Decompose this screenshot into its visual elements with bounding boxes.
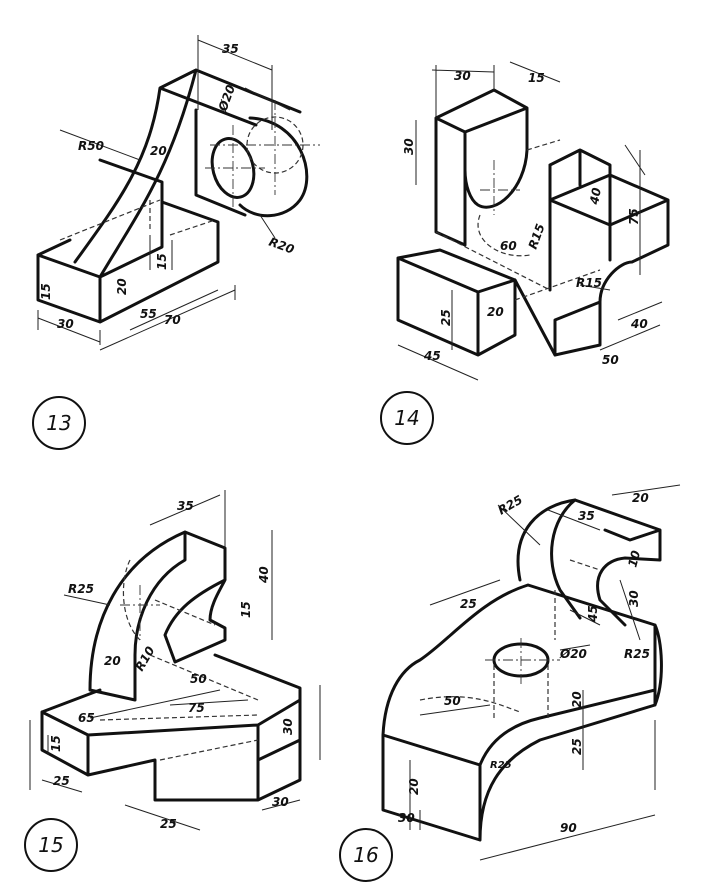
part-15-hidden-lines	[99, 559, 259, 761]
dim-14-60: 60	[500, 239, 517, 253]
part-13-hole	[210, 137, 256, 199]
drawing-16: R25 35 20 10 25 45 30 Ø20 R25 50 20 25 R…	[339, 484, 681, 882]
drawing-15: 35 R25 40 15 20 R10 50 65 75 15 30 25 25…	[24, 490, 321, 872]
label-14: 14	[394, 406, 419, 430]
part-16-hook	[516, 498, 662, 627]
dim-14-40b: 40	[630, 317, 648, 331]
dim-16-phi20: Ø20	[559, 647, 587, 661]
dim-16-10: 10	[625, 549, 643, 569]
dim-16-r25a: R25	[496, 492, 525, 517]
dim-13-35: 35	[222, 42, 239, 56]
dim-13-55: 55	[140, 307, 157, 321]
dim-16-20c: 20	[407, 778, 421, 795]
dim-13-20a: 20	[150, 144, 167, 158]
dim-16-30: 30	[627, 590, 641, 607]
part-13-hidden-lines	[59, 199, 216, 241]
part-14-upright	[434, 88, 529, 247]
dim-14-45: 45	[423, 349, 441, 363]
dim-15-30b: 30	[272, 795, 289, 809]
dim-14-25: 25	[439, 309, 453, 326]
part-16-hidden-lines	[419, 559, 601, 720]
dim-15-25a: 25	[53, 774, 70, 788]
label-16: 16	[353, 843, 378, 867]
dim-15-r25: R25	[68, 582, 94, 596]
dim-14-30a: 30	[454, 69, 471, 83]
dim-13-r50: R50	[78, 139, 104, 153]
dim-16-90: 90	[560, 821, 577, 835]
part-13-dimension-lines	[37, 35, 291, 351]
drawing-14: 30 15 30 40 75 R15 60 R15 25 20 45 40 50…	[380, 61, 670, 445]
part-14-hidden-lines	[435, 139, 601, 301]
drawing-13: 35 Ø20 R50 20 R20 15 20 15 30 55 70 13	[32, 35, 320, 450]
dim-16-50: 50	[444, 694, 461, 708]
dim-15-50: 50	[190, 672, 207, 686]
part-13-centerlines	[205, 100, 320, 210]
part-14-centerlines	[480, 160, 520, 215]
part-16-base	[381, 583, 663, 842]
dim-15-65: 65	[78, 711, 95, 725]
part-15-hook	[88, 530, 227, 702]
dim-13-70: 70	[164, 313, 181, 327]
dim-15-15b: 15	[49, 735, 63, 752]
dim-15-15a: 15	[239, 601, 253, 618]
dim-16-25: 25	[460, 597, 477, 611]
part-14-dimension-lines	[397, 61, 663, 381]
dim-16-35: 35	[578, 509, 595, 523]
part-16-centerlines	[485, 638, 560, 685]
dim-15-35: 35	[177, 499, 194, 513]
part-14-post	[548, 148, 612, 227]
dim-15-75: 75	[188, 701, 205, 715]
part-13-upright	[73, 68, 302, 279]
part-15-dimension-lines	[29, 490, 321, 831]
dim-13-r20: R20	[267, 235, 296, 257]
label-14-circle	[380, 391, 434, 445]
label-13: 13	[46, 411, 71, 435]
dim-15-25b: 25	[160, 817, 177, 831]
part-15-centerlines	[120, 585, 160, 640]
label-16-circle	[339, 828, 393, 882]
dim-14-r15b: R15	[576, 276, 602, 290]
part-14-front-block	[396, 248, 517, 357]
part-15-base	[40, 653, 302, 802]
dim-13-15b: 15	[39, 283, 53, 300]
label-15: 15	[38, 833, 63, 857]
dim-13-15a: 15	[155, 253, 169, 270]
dim-14-20: 20	[487, 305, 504, 319]
dim-14-30b: 30	[402, 138, 416, 155]
dim-15-40: 40	[257, 566, 271, 584]
dim-14-75: 75	[627, 208, 641, 225]
label-15-circle	[24, 818, 78, 872]
dim-14-50: 50	[602, 353, 619, 367]
dim-13-phi20: Ø20	[215, 83, 238, 114]
label-13-circle	[32, 396, 86, 450]
dim-16-20b: 20	[570, 691, 584, 708]
dim-15-30a: 30	[281, 718, 295, 735]
dim-16-45: 45	[586, 605, 600, 623]
dim-16-r25c: R25	[490, 760, 512, 771]
part-16-dimension-lines	[409, 484, 681, 861]
dim-16-30b: 30	[398, 811, 415, 825]
dim-15-20: 20	[104, 654, 121, 668]
dim-14-r15a: R15	[526, 222, 548, 251]
dim-13-30: 30	[57, 317, 74, 331]
dim-14-15: 15	[528, 71, 545, 85]
dim-16-r25b: R25	[624, 647, 650, 661]
dim-16-20a: 20	[632, 491, 649, 505]
dim-13-20b: 20	[115, 278, 129, 295]
dim-14-40: 40	[587, 187, 604, 207]
dim-16-25b: 25	[570, 738, 584, 755]
